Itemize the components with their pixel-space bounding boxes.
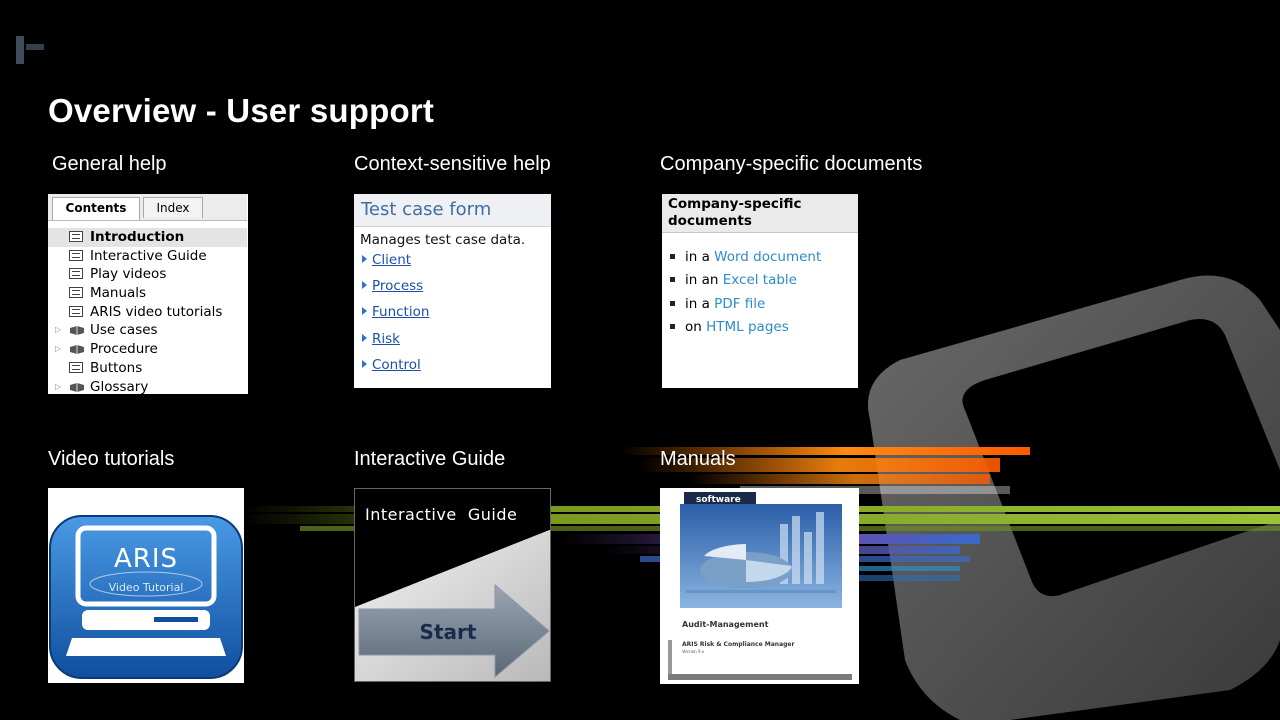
- page-icon: [69, 361, 83, 373]
- arrow-right-icon: [362, 255, 367, 263]
- guide-thumb-title: Interactive Guide: [365, 505, 518, 524]
- link-label: Risk: [372, 331, 400, 347]
- company-panel-title: Company-specific documents: [668, 196, 802, 229]
- tree-item-label: ARIS video tutorials: [90, 303, 223, 320]
- section-video-tutorials: Video tutorials: [48, 448, 175, 470]
- tree-item-label: Play videos: [90, 266, 167, 283]
- section-manuals: Manuals: [660, 448, 736, 470]
- context-help-panel: Test case form Manages test case data. C…: [354, 194, 551, 388]
- section-interactive-guide: Interactive Guide: [354, 448, 506, 470]
- help-tab-bar: Contents Index: [48, 194, 247, 221]
- start-button[interactable]: Start: [419, 620, 477, 644]
- book-icon: [70, 382, 84, 392]
- item-prefix: in a: [685, 249, 710, 265]
- item-prefix: in a: [685, 295, 710, 312]
- book-icon: [70, 345, 84, 355]
- list-item: in an Excel table: [670, 269, 821, 292]
- video-thumb-title: ARIS: [113, 544, 179, 574]
- tree-item-use-cases[interactable]: ▷ Use cases: [48, 321, 247, 340]
- link-client[interactable]: Client: [362, 252, 411, 268]
- section-company-docs: Company-specific documents: [660, 153, 923, 175]
- tree-item-glossary[interactable]: ▷ Glossary: [48, 378, 247, 395]
- link-label: Function: [372, 304, 430, 320]
- manual-side-bar: [668, 640, 672, 676]
- tab-index[interactable]: Index: [143, 197, 203, 218]
- link-pdf-file[interactable]: PDF file: [714, 295, 766, 312]
- arrow-right-icon: [362, 307, 367, 315]
- item-prefix: in an: [685, 272, 719, 289]
- general-help-panel: Contents Index Introduction Interactive …: [48, 194, 248, 394]
- start-arrow-graphic: [355, 529, 550, 681]
- bullet-icon: [670, 277, 675, 283]
- arrow-right-icon: [362, 334, 367, 342]
- link-process[interactable]: Process: [362, 278, 423, 294]
- pie-chart-image: [680, 504, 842, 608]
- tree-item-label: Use cases: [90, 322, 158, 339]
- page-icon: [69, 305, 83, 317]
- link-function[interactable]: Function: [362, 304, 429, 320]
- section-context-help: Context-sensitive help: [354, 153, 551, 175]
- page-icon: [69, 231, 83, 242]
- manual-version: Version 9.x: [682, 649, 705, 654]
- tree-item-label: Introduction: [90, 229, 185, 245]
- tree-item-interactive-guide[interactable]: Interactive Guide: [48, 247, 247, 266]
- bullet-icon: [670, 254, 675, 259]
- tree-item-label: Manuals: [90, 285, 147, 302]
- tree-item-label: Buttons: [90, 359, 143, 376]
- help-contents-tree: Introduction Interactive Guide Play vide…: [48, 228, 247, 394]
- manual-footer-bar: [668, 674, 852, 680]
- list-item: in a PDF file: [670, 293, 821, 316]
- bullet-icon: [670, 300, 675, 306]
- page-icon: [69, 268, 83, 280]
- manual-product: ARIS Risk & Compliance Manager: [682, 641, 795, 648]
- link-label: Client: [372, 252, 412, 268]
- tree-item-play-videos[interactable]: Play videos: [48, 265, 247, 284]
- tree-item-label: Glossary: [90, 378, 149, 395]
- slide-title: Overview - User support: [48, 92, 435, 129]
- context-panel-header: Test case form: [354, 194, 551, 227]
- tree-item-aris-video-tutorials[interactable]: ARIS video tutorials: [48, 303, 247, 322]
- page-icon: [69, 287, 83, 299]
- company-docs-panel: Company-specific documents in a Word doc…: [662, 194, 858, 388]
- bullet-icon: [670, 323, 675, 329]
- list-item: on HTML pages: [670, 316, 821, 339]
- context-panel-title: Test case form: [361, 199, 492, 220]
- tab-contents[interactable]: Contents: [52, 197, 140, 220]
- arrow-right-icon: [362, 281, 367, 289]
- tree-item-manuals[interactable]: Manuals: [48, 284, 247, 303]
- page-icon: [69, 249, 83, 261]
- manuals-thumbnail[interactable]: software Audit-Management ARIS Risk & Co…: [660, 488, 859, 684]
- video-thumb-subtitle: Video Tutorial: [108, 581, 184, 594]
- link-label: Process: [372, 278, 424, 294]
- company-doc-list: in a Word document in an Excel table in …: [670, 246, 821, 339]
- tree-item-label: Interactive Guide: [90, 247, 207, 264]
- tree-item-label: Procedure: [90, 341, 158, 358]
- book-icon: [70, 326, 84, 336]
- company-panel-header: Company-specific documents: [662, 194, 858, 233]
- expand-arrow-icon[interactable]: ▷: [55, 325, 62, 335]
- manual-doc-title: Audit-Management: [682, 620, 769, 629]
- tree-item-procedure[interactable]: ▷ Procedure: [48, 340, 247, 359]
- interactive-guide-thumbnail[interactable]: Interactive Guide Start: [354, 488, 551, 682]
- list-item: in a Word document: [670, 246, 821, 269]
- brand-label: software: [696, 495, 741, 505]
- link-control[interactable]: Control: [362, 357, 421, 373]
- link-label: Control: [372, 357, 421, 373]
- arrow-right-icon: [362, 360, 367, 368]
- link-excel-table[interactable]: Excel table: [722, 272, 797, 289]
- expand-arrow-icon[interactable]: ▷: [55, 344, 62, 354]
- video-tutorials-thumbnail[interactable]: ARIS Video Tutorial: [48, 488, 244, 683]
- tree-item-introduction[interactable]: Introduction: [48, 228, 247, 247]
- link-risk[interactable]: Risk: [362, 331, 400, 347]
- aris-video-icon: [49, 515, 243, 679]
- tree-item-buttons[interactable]: Buttons: [48, 359, 247, 378]
- context-panel-description: Manages test case data.: [360, 232, 526, 248]
- item-prefix: on: [685, 318, 702, 335]
- section-general-help: General help: [52, 153, 167, 175]
- link-word-document[interactable]: Word document: [714, 249, 822, 265]
- link-html-pages[interactable]: HTML pages: [706, 318, 789, 335]
- expand-arrow-icon[interactable]: ▷: [55, 381, 62, 391]
